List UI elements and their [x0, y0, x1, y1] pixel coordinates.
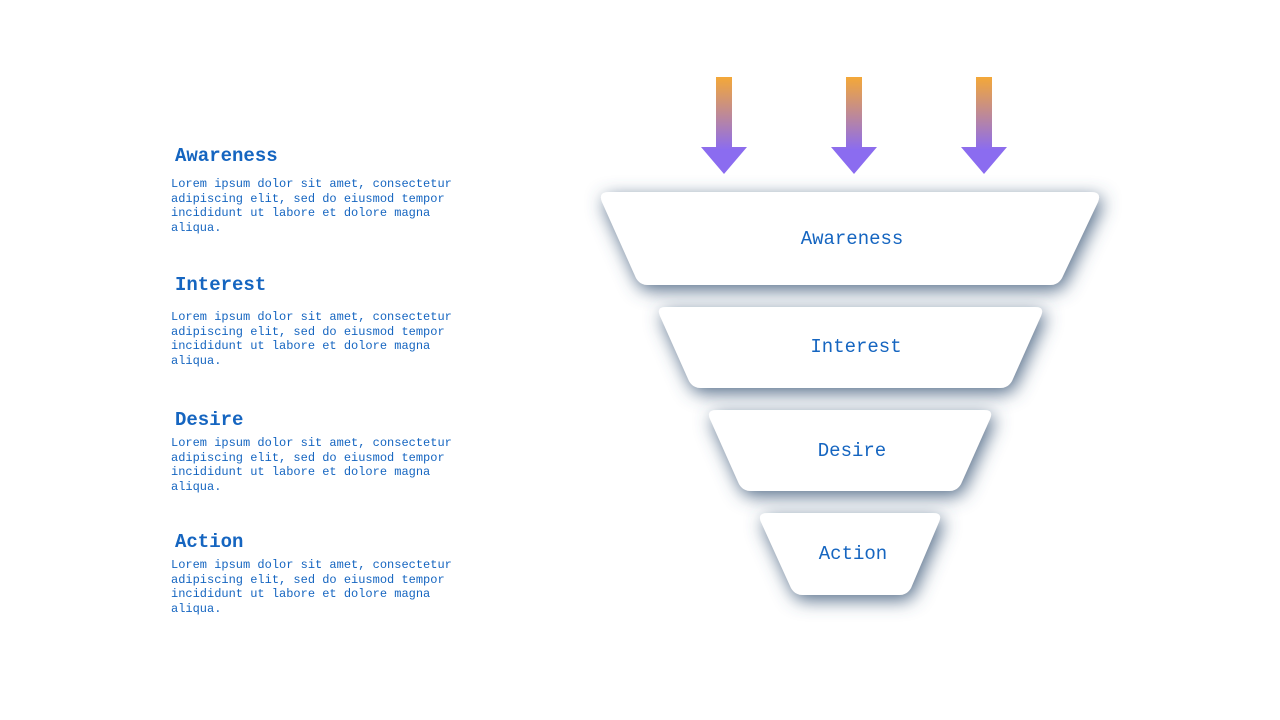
stage-interest-text: Interest Lorem ipsum dolor sit amet, con…: [171, 274, 471, 368]
funnel-label-awareness: Awareness: [801, 228, 904, 250]
funnel-label-interest: Interest: [810, 336, 901, 358]
stage-desire-text: Desire Lorem ipsum dolor sit amet, conse…: [171, 409, 471, 494]
stage-awareness-text: Awareness Lorem ipsum dolor sit amet, co…: [171, 145, 471, 235]
funnel-layer-awareness: [600, 192, 1100, 285]
funnel-layer-interest: [658, 307, 1043, 388]
stage-action-description: Lorem ipsum dolor sit amet, consectetur …: [171, 558, 452, 616]
stage-awareness-title: Awareness: [175, 145, 278, 167]
funnel-label-action: Action: [819, 543, 887, 565]
stage-action-title: Action: [175, 531, 244, 553]
stage-awareness-description: Lorem ipsum dolor sit amet, consectetur …: [171, 177, 452, 235]
stage-desire-description: Lorem ipsum dolor sit amet, consectetur …: [171, 436, 452, 494]
arrow-down-icon: [961, 77, 1007, 174]
arrow-down-icon: [831, 77, 877, 174]
funnel-layer-desire: [708, 410, 992, 491]
funnel-layer-action: [759, 513, 941, 595]
stage-interest-title: Interest: [175, 274, 267, 296]
stage-interest-description: Lorem ipsum dolor sit amet, consectetur …: [171, 310, 452, 368]
stage-action-text: Action Lorem ipsum dolor sit amet, conse…: [171, 531, 471, 616]
funnel-label-desire: Desire: [818, 440, 886, 462]
stage-desire-title: Desire: [175, 409, 244, 431]
arrow-down-icon: [701, 77, 747, 174]
